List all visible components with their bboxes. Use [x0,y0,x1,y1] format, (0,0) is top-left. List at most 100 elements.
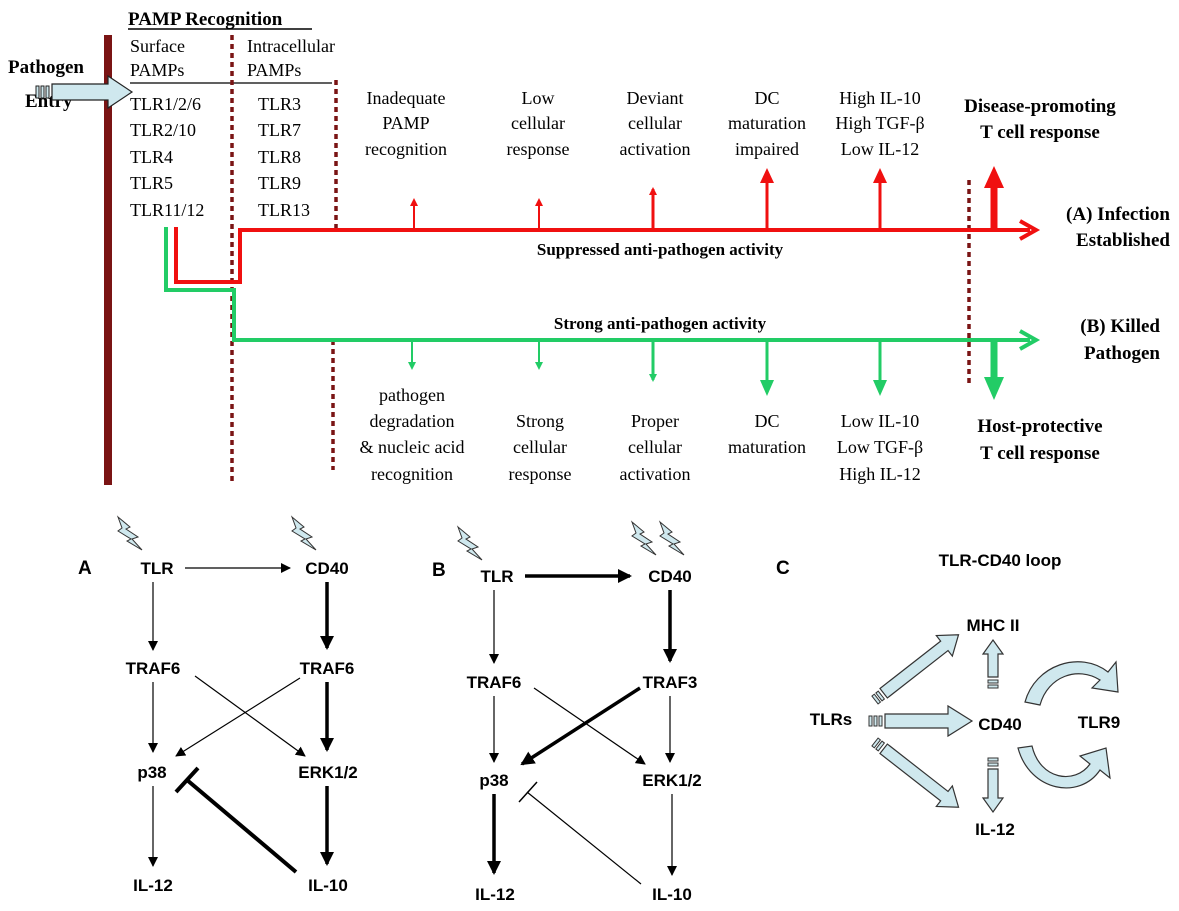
green-down-arrowhead-icon [760,380,774,396]
node-cd40: CD40 [305,559,348,578]
green-final-text: T cell response [980,443,1100,464]
red-step-text: activation [620,139,691,159]
node-il12: IL-12 [475,885,515,904]
green-step-text: Strong [516,411,564,431]
red-step-labels: Inadequate PAMP recognition Low cellular… [365,88,1170,251]
red-pathway-arrowhead-icon [1019,219,1041,241]
surface-tlr-item: TLR11/12 [130,200,204,220]
edge-inhibition-strong [185,778,298,874]
surface-tlr-item: TLR5 [130,173,173,193]
lightning-icon [658,520,685,556]
panel-c-letter: C [776,558,790,579]
red-final-text: T cell response [980,122,1100,143]
node-cd40: CD40 [978,715,1021,734]
block-arrow-icon [981,638,1005,689]
intracellular-tlr-list: TLR3 TLR7 TLR8 TLR9 TLR13 [258,94,310,220]
loop-arrow-icon [1017,745,1111,789]
red-step-text: Low IL-12 [841,139,919,159]
red-step-text: DC [754,88,779,108]
intracellular-tlr-item: TLR3 [258,94,301,114]
intracellular-tlr-item: TLR7 [258,120,301,140]
node-tlrs: TLRs [810,710,853,729]
red-step-text: PAMP [382,113,429,133]
red-step-text: cellular [511,113,565,133]
red-up-arrowhead-icon [760,168,774,183]
edge-arrow [194,675,306,757]
green-step-text: activation [620,464,691,484]
green-step-text: degradation [370,411,455,431]
green-step-text: Proper [631,411,679,431]
inhibition-bar [174,766,200,794]
red-step-text: Deviant [627,88,684,108]
intracellular-tlr-item: TLR8 [258,147,301,167]
panel-c-title: TLR-CD40 loop [939,551,1062,570]
inhibition-bar [518,781,538,803]
edge-arrow [175,677,301,757]
green-pathway-arrowhead-icon [1019,329,1041,351]
pamp-recognition-title: PAMP Recognition [128,9,283,30]
node-erk: ERK1/2 [298,763,358,782]
green-step-text: response [509,464,572,484]
green-step-text: Low IL-10 [841,411,919,431]
green-step-text: maturation [728,437,806,457]
green-final-text: Host-protective [977,416,1102,437]
panel-c: C TLR-CD40 loop MHC II TLRs CD40 TLR9 IL… [776,551,1120,839]
node-il12: IL-12 [975,820,1015,839]
block-arrow-icon [868,704,974,738]
green-down-arrowhead-icon [984,377,1004,400]
node-p38: p38 [137,763,166,782]
red-step-text: impaired [735,139,799,159]
red-step-text: High IL-10 [839,88,920,108]
red-step-text: High TGF-β [835,113,924,133]
green-step-text: & nucleic acid [360,437,465,457]
lightning-icon [630,520,657,556]
node-traf3: TRAF3 [643,673,698,692]
surface-header-line1: Surface [130,36,185,56]
pathogen-label: Pathogen [8,57,84,78]
surface-tlr-item: TLR4 [130,147,173,167]
block-arrow-icon [871,737,960,808]
lightning-icon [116,515,143,551]
red-outcome-text: Established [1076,230,1170,251]
panel-a-letter: A [78,558,92,579]
green-step-text: pathogen [379,385,445,405]
red-step-text: maturation [728,113,806,133]
red-step-text: Low [522,88,555,108]
green-step-text: High IL-12 [839,464,920,484]
red-step-text: response [507,139,570,159]
red-up-arrowhead-icon [873,168,887,183]
node-traf6: TRAF6 [126,659,181,678]
edge-arrow-strong [520,686,641,766]
red-final-text: Disease-promoting [964,96,1116,117]
lightning-icon [290,515,317,551]
surface-tlr-item: TLR2/10 [130,120,196,140]
top-panel: Pathogen Entry PAMP Recognition Surface … [8,9,1170,485]
red-pathway: Suppressed anti-pathogen activity [174,166,1041,284]
green-pathway-line [164,227,1030,342]
intracellular-header-line1: Intracellular [247,36,335,56]
node-mhc-ii: MHC II [967,616,1020,635]
panel-b-letter: B [432,560,446,581]
intracellular-header-line2: PAMPs [247,60,301,80]
red-step-text: cellular [628,113,682,133]
red-pathway-label: Suppressed anti-pathogen activity [537,240,784,259]
node-traf6: TRAF6 [467,673,522,692]
green-outcome-text: (B) Killed [1080,316,1160,337]
node-tlr9: TLR9 [1078,713,1121,732]
node-cd40: CD40 [648,567,691,586]
green-pathway: Strong anti-pathogen activity [164,227,1041,400]
green-step-labels: pathogen degradation & nucleic acid reco… [360,316,1161,484]
green-pathway-label: Strong anti-pathogen activity [554,314,767,333]
block-arrow-icon [871,634,960,705]
intracellular-tlr-item: TLR9 [258,173,301,193]
lightning-icon [456,525,483,561]
node-erk: ERK1/2 [642,771,702,790]
node-il10: IL-10 [652,885,692,904]
green-step-text: recognition [371,464,453,484]
green-outcome-text: Pathogen [1084,343,1160,364]
surface-tlr-list: TLR1/2/6 TLR2/10 TLR4 TLR5 TLR11/12 [130,94,204,220]
node-tlr: TLR [140,559,173,578]
pathogen-entry-arrow-icon [35,74,134,110]
green-step-text: cellular [628,437,682,457]
edge-arrow [533,687,646,765]
